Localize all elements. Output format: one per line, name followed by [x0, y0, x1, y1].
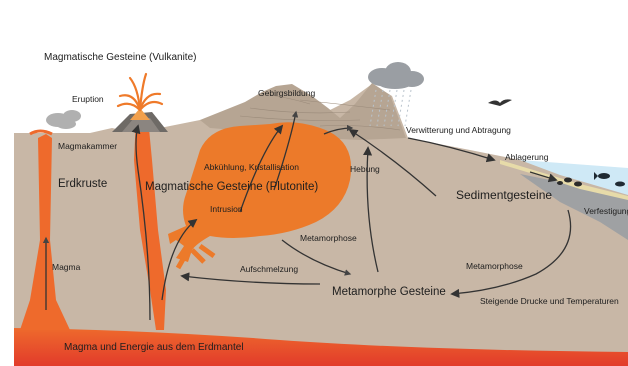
- label-gebirgsbildung: Gebirgsbildung: [258, 88, 315, 98]
- label-verfestigung: Verfestigung: [584, 206, 628, 216]
- smoke-icon: [46, 110, 81, 129]
- bird-icon: [488, 99, 512, 106]
- label-metamorphose-left: Metamorphose: [300, 233, 357, 243]
- label-vulkanite: Magmatische Gesteine (Vulkanite): [44, 52, 196, 63]
- label-intrusion: Intrusion: [210, 204, 243, 214]
- label-ablagerung: Ablagerung: [505, 152, 548, 162]
- label-metamorphe: Metamorphe Gesteine: [332, 286, 446, 298]
- label-verwitterung: Verwitterung und Abtragung: [406, 125, 511, 135]
- label-hebung: Hebung: [350, 164, 380, 174]
- label-erdkruste: Erdkruste: [58, 178, 107, 190]
- label-eruption: Eruption: [72, 94, 104, 104]
- volcano-icon: [112, 108, 168, 132]
- label-sedimentgesteine: Sedimentgesteine: [456, 188, 552, 202]
- label-magmakammer: Magmakammer: [58, 141, 117, 151]
- label-metamorphose-right: Metamorphose: [466, 261, 523, 271]
- label-mantel: Magma und Energie aus dem Erdmantel: [64, 342, 244, 353]
- label-plutonite: Magmatische Gesteine (Plutonite): [145, 181, 318, 193]
- label-abkuehlung: Abkühlung, Kristallisation: [204, 162, 299, 172]
- label-magma: Magma: [52, 262, 80, 272]
- eruption-icon: [118, 74, 162, 110]
- cloud-icon: [368, 62, 424, 89]
- label-druck: Steigende Drucke und Temperaturen: [480, 296, 619, 306]
- label-aufschmelzung: Aufschmelzung: [240, 264, 298, 274]
